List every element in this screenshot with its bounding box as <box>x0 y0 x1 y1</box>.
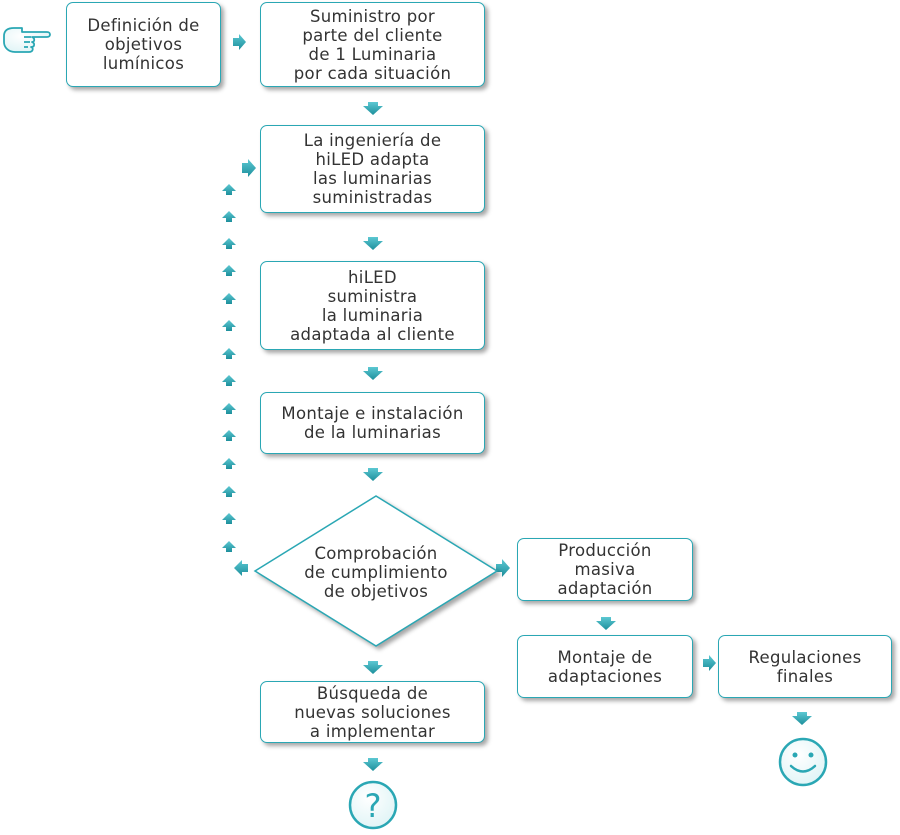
flow-arrow-down <box>363 468 383 481</box>
decision-diamond <box>253 495 499 647</box>
step-label: Suministro por parte del cliente de 1 Lu… <box>293 6 452 83</box>
flow-arrow-down <box>363 102 383 115</box>
step-montaje-instalacion: Montaje e instalación de la luminarias <box>260 392 485 454</box>
step-ingenieria-adapta: La ingeniería de hiLED adapta las lumina… <box>260 125 485 213</box>
flow-arrow-right <box>242 159 256 177</box>
step-suministro-cliente: Suministro por parte del cliente de 1 Lu… <box>260 2 485 87</box>
flow-arrow-right <box>496 559 510 577</box>
flow-arrow-down <box>596 617 616 630</box>
step-label: Montaje de adaptaciones <box>547 647 663 686</box>
flow-arrow-left <box>234 560 248 576</box>
smiley-face-icon <box>778 737 828 787</box>
flow-arrow-down <box>363 758 383 771</box>
step-label: La ingeniería de hiLED adapta las lumina… <box>303 131 442 207</box>
flow-arrow-right <box>233 34 246 50</box>
flow-arrow-down <box>363 237 383 250</box>
pointing-hand-icon <box>3 27 51 53</box>
flow-arrow-down <box>792 712 812 725</box>
step-produccion-masiva: Producción masiva adaptación <box>517 538 693 601</box>
flow-arrow-right <box>703 655 716 671</box>
return-path-up-arrows <box>222 184 236 552</box>
decision-label: Comprobación de cumplimiento de objetivo… <box>304 543 448 601</box>
step-label: Montaje e instalación de la luminarias <box>281 404 464 442</box>
flow-arrow-down <box>363 661 383 674</box>
question-mark-icon: ? <box>348 780 398 830</box>
step-montaje-adaptaciones: Montaje de adaptaciones <box>517 635 693 698</box>
step-definicion-objetivos: Definición de objetivos lumínicos <box>66 2 221 87</box>
step-label: Regulaciones finales <box>748 647 862 686</box>
step-regulaciones-finales: Regulaciones finales <box>718 635 892 698</box>
step-label: hiLED suministra la luminaria adaptada a… <box>290 267 455 344</box>
step-label: Definición de objetivos lumínicos <box>87 16 200 73</box>
step-label: Búsqueda de nuevas soluciones a implemen… <box>294 683 451 741</box>
flow-arrow-down <box>363 367 383 380</box>
step-label: Producción masiva adaptación <box>557 541 653 598</box>
step-hiled-suministra: hiLED suministra la luminaria adaptada a… <box>260 261 485 350</box>
svg-text:?: ? <box>365 787 382 825</box>
step-busqueda-soluciones: Búsqueda de nuevas soluciones a implemen… <box>260 681 485 743</box>
